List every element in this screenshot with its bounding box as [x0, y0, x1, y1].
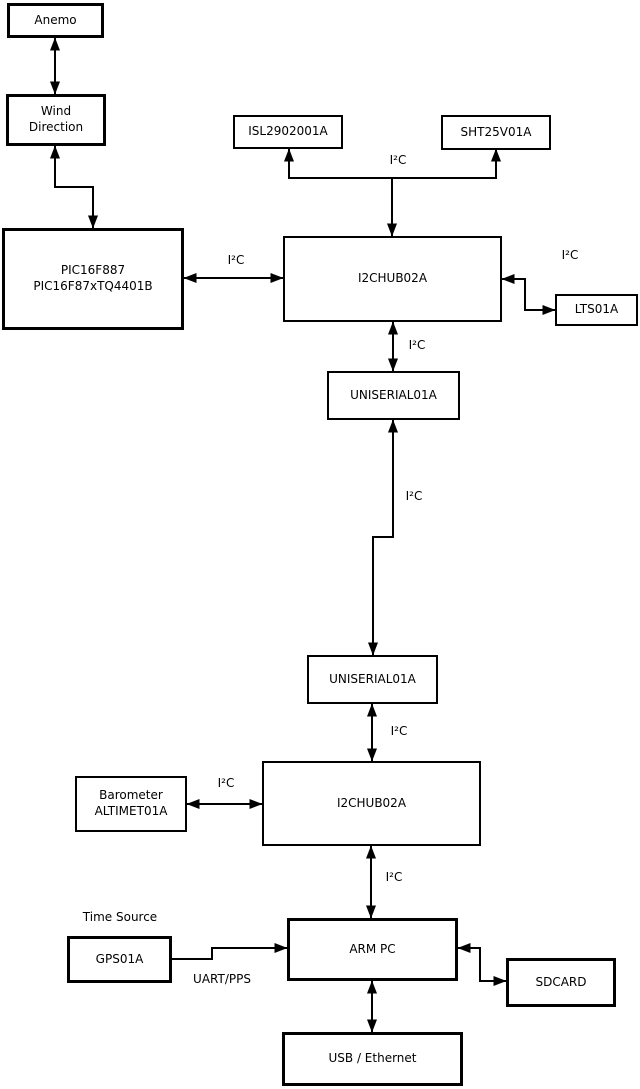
box-isl2902001a: ISL2902001A: [233, 115, 343, 149]
label-i2c-pic-hub: I²C: [227, 253, 245, 267]
box-i2chub02a-bottom: I2CHUB02A: [262, 761, 481, 846]
box-sdcard: SDCARD: [506, 958, 616, 1007]
label-i2c-sensor-bus: I²C: [389, 153, 407, 167]
connector-i2chub-top-lts: [501, 274, 556, 315]
box-i2chub02a-top: I2CHUB02A: [283, 236, 502, 322]
connector-uniserial-top-uniserial-bottom: [368, 419, 398, 656]
box-usb-ethernet: USB / Ethernet: [282, 1032, 463, 1086]
label-i2c-hub-uniserial-top: I²C: [408, 338, 426, 352]
box-arm-pc: ARM PC: [287, 918, 458, 981]
label-uart-pps: UART/PPS: [193, 972, 251, 986]
box-gps01a: GPS01A: [67, 936, 172, 983]
label-time-source: Time Source: [82, 910, 158, 924]
box-lts01a: LTS01A: [555, 294, 638, 326]
connector-gps-armpc: [172, 943, 288, 960]
connector-armpc-sdcard: [457, 943, 507, 986]
box-anemo: Anemo: [7, 3, 104, 38]
box-uniserial01a-top: UNISERIAL01A: [327, 371, 460, 420]
box-pic16f887: PIC16F887 PIC16F87xTQ4401B: [2, 228, 184, 330]
label-i2c-uniserial-link: I²C: [405, 489, 423, 503]
box-wind-direction: Wind Direction: [6, 94, 106, 146]
box-barometer-altimet01a: Barometer ALTIMET01A: [75, 776, 187, 832]
label-i2c-uniserial-hub-bottom: I²C: [390, 724, 408, 738]
label-i2c-hub-armpc: I²C: [385, 870, 403, 884]
connector-wind-pic: [50, 145, 98, 229]
box-uniserial01a-bottom: UNISERIAL01A: [307, 655, 438, 704]
label-i2c-barometer: I²C: [217, 776, 235, 790]
box-sht25v01a: SHT25V01A: [441, 115, 551, 150]
label-i2c-lts: I²C: [561, 248, 579, 262]
